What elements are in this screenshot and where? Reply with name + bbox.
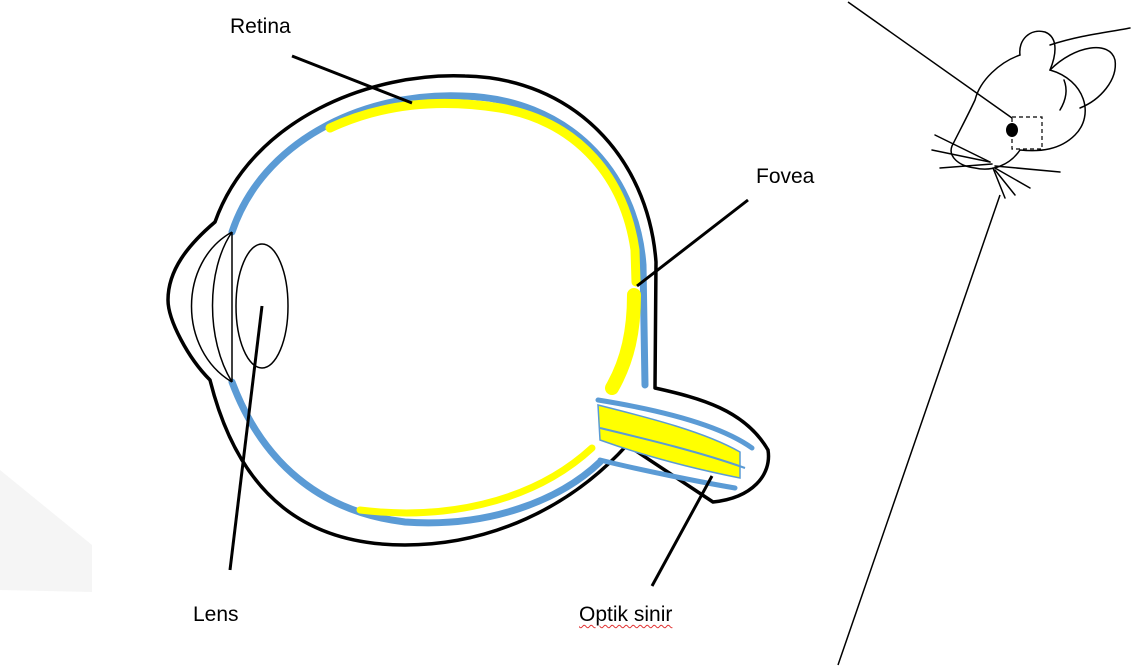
optic-nerve-label: Optik sinir — [579, 604, 672, 625]
optic-nerve-leader-line — [652, 476, 712, 586]
retina-label: Retina — [230, 16, 291, 37]
lens-label: Lens — [193, 604, 239, 625]
fovea-label: Fovea — [756, 166, 814, 187]
mouse-head-sketch — [932, 28, 1130, 198]
eyeball-outline — [168, 76, 769, 545]
zoom-line-bottom — [838, 195, 1000, 665]
watermark-shape — [0, 470, 92, 592]
zoom-line-top — [848, 2, 1012, 118]
